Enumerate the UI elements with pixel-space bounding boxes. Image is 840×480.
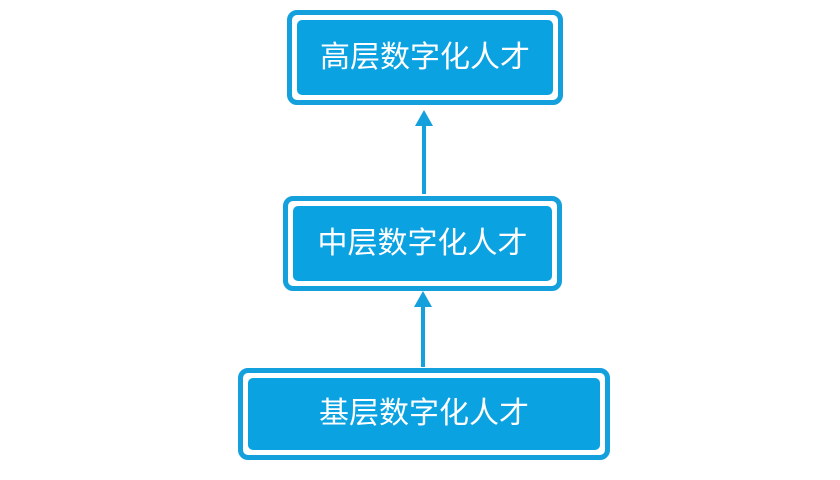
arrowhead-icon (414, 291, 432, 307)
arrow-line (422, 123, 426, 194)
node-middle-digital-talent-label: 中层数字化人才 (293, 206, 552, 281)
up-arrow-icon-middle-to-top (414, 110, 434, 194)
node-middle-digital-talent: 中层数字化人才 (283, 196, 562, 291)
node-base-digital-talent-label: 基层数字化人才 (248, 378, 600, 450)
up-arrow-icon-bottom-to-middle (413, 291, 433, 367)
arrowhead-icon (415, 110, 433, 126)
node-base-digital-talent: 基层数字化人才 (238, 368, 610, 460)
node-senior-digital-talent-label: 高层数字化人才 (297, 20, 553, 95)
arrow-line (421, 304, 425, 367)
node-senior-digital-talent: 高层数字化人才 (287, 10, 563, 105)
